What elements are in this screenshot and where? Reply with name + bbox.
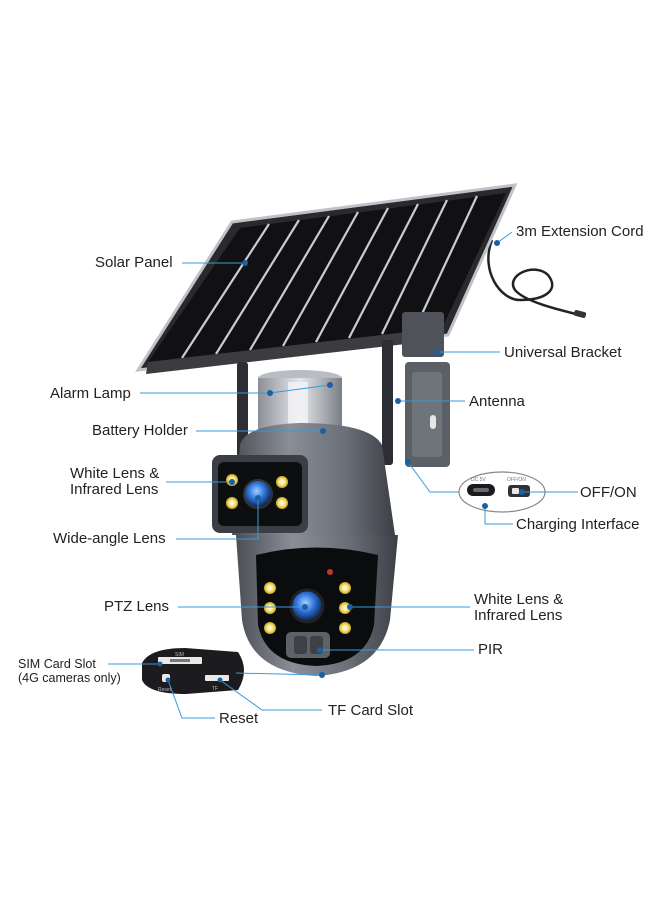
alarm-lamp	[258, 370, 342, 430]
antenna-right	[382, 340, 393, 465]
label-sim-card-slot: SIM Card Slot (4G cameras only)	[18, 657, 121, 685]
label-pir: PIR	[478, 641, 504, 658]
leader-charging-body	[407, 461, 459, 493]
reset-text: Reset	[158, 687, 172, 693]
label-wide-angle-lens: Wide-angle Lens	[53, 530, 166, 547]
tf-text: TF	[212, 686, 218, 692]
leader-tf	[219, 679, 322, 711]
cord-plug	[573, 309, 587, 319]
sim-text: SIM	[175, 652, 184, 658]
wide-angle-housing	[212, 455, 308, 533]
label-white-lens-top-line1: White Lens &	[70, 465, 160, 482]
label-sim-line1: SIM Card Slot	[18, 657, 96, 671]
card-slot-inset: SIM Reset TF	[142, 648, 244, 694]
label-white-lens-top: White Lens & Infrared Lens	[70, 466, 159, 498]
extension-cord	[487, 239, 581, 317]
leader-extension-cord	[496, 231, 513, 244]
leader-wide-angle	[176, 498, 259, 540]
switch-text: OFF/ON	[507, 477, 526, 483]
pir-sensor	[286, 632, 330, 658]
label-ptz-lens: PTZ Lens	[104, 598, 170, 615]
label-charging-interface: Charging Interface	[516, 516, 640, 533]
label-extension-cord: 3m Extension Cord	[516, 223, 644, 240]
leader-lines	[108, 231, 578, 719]
label-white-lens-right-line2: Infrared Lens	[474, 607, 563, 624]
ptz-dome	[236, 535, 398, 676]
label-universal-bracket: Universal Bracket	[504, 344, 622, 361]
leader-charging	[484, 506, 513, 525]
label-white-lens-right: White Lens & Infrared Lens	[474, 592, 563, 624]
leader-reset	[167, 679, 215, 719]
antenna-left	[237, 362, 248, 457]
label-sim-line2: (4G cameras only)	[18, 671, 121, 685]
leader-dots	[157, 240, 525, 683]
leader-alarm-lamp-2	[269, 384, 331, 394]
label-antenna: Antenna	[469, 393, 525, 410]
label-white-lens-right-line1: White Lens &	[474, 591, 564, 608]
label-solar-panel: Solar Panel	[95, 254, 173, 271]
label-alarm-lamp: Alarm Lamp	[50, 385, 131, 402]
label-tf-card-slot: TF Card Slot	[328, 702, 414, 719]
dc-text: DC 5V	[471, 477, 486, 483]
charging-inset: DC 5V OFF/ON	[458, 471, 546, 513]
universal-bracket	[402, 312, 450, 467]
label-off-on: OFF/ON	[580, 484, 637, 501]
label-battery-holder: Battery Holder	[92, 422, 188, 439]
solar-panel	[135, 183, 518, 374]
label-white-lens-top-line2: Infrared Lens	[70, 481, 159, 498]
leader-inset-body	[235, 672, 323, 676]
label-reset: Reset	[219, 710, 259, 727]
